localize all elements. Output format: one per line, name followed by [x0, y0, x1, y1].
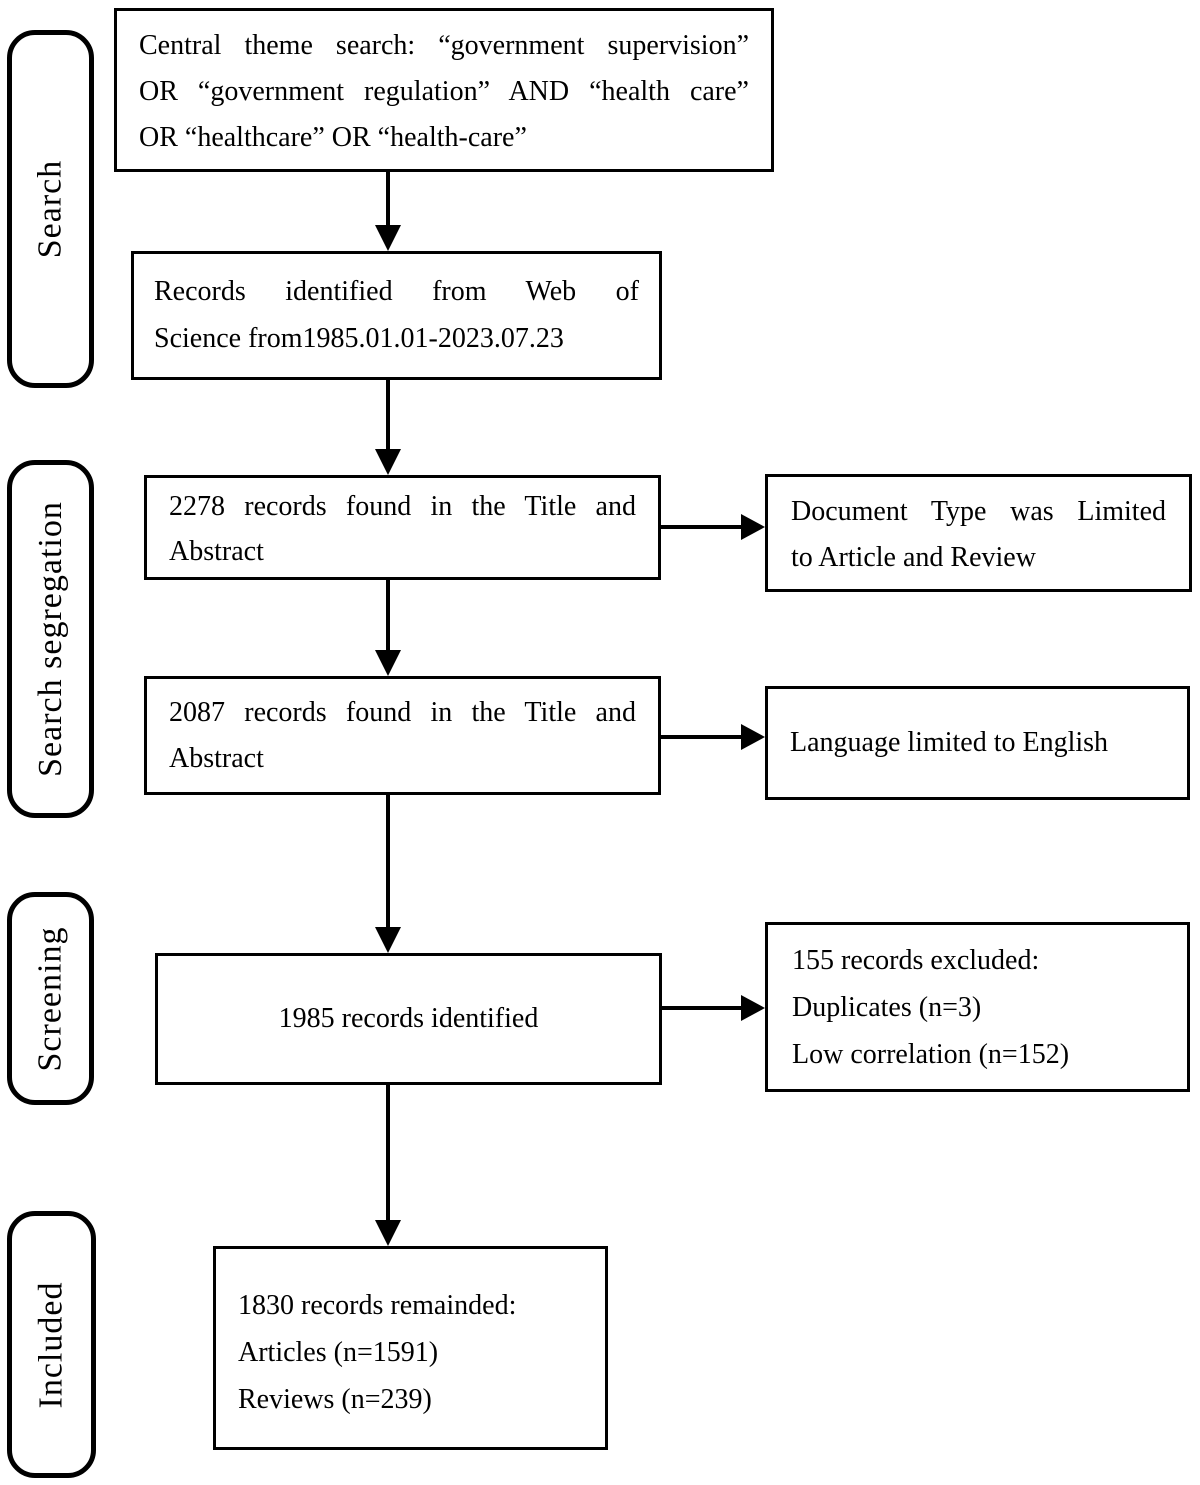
arrow-2278-to-doctype-head — [741, 514, 765, 540]
box-document-type-limited: Document Type was Limited to Article and… — [765, 474, 1192, 592]
box-central-theme-search: Central theme search: “government superv… — [114, 8, 774, 172]
records-excluded-line-1: 155 records excluded: — [792, 945, 1040, 976]
stage-search-segregation-label: Search segregation — [31, 501, 69, 777]
stage-included-label: Included — [32, 1281, 70, 1408]
central-theme-line-3: OR “healthcare” OR “health-care” — [139, 122, 527, 153]
arrow-records-to-2278-line — [386, 380, 390, 451]
stage-search-segregation: Search segregation — [7, 460, 94, 818]
central-theme-line-2: OR “government regulation” AND “health c… — [139, 76, 749, 107]
box-records-excluded: 155 records excluded: Duplicates (n=3) L… — [765, 922, 1190, 1092]
arrow-2087-to-1985-line — [386, 795, 390, 929]
records-excluded-line-3: Low correlation (n=152) — [792, 1039, 1070, 1070]
document-type-line-1: Document Type was Limited — [791, 496, 1166, 527]
arrow-2278-to-2087-head — [375, 650, 401, 676]
records-identified-line-2: Science from1985.01.01-2023.07.23 — [154, 323, 564, 354]
arrow-1985-to-remained-line — [386, 1085, 390, 1222]
box-records-remained: 1830 records remainded: Articles (n=1591… — [213, 1246, 608, 1450]
records-2087-line-1: 2087 records found in the Title and — [169, 697, 636, 728]
box-records-2278: 2278 records found in the Title and Abst… — [144, 475, 661, 580]
arrow-1985-to-excluded-line — [662, 1006, 743, 1010]
records-2278-line-1: 2278 records found in the Title and — [169, 491, 636, 522]
arrow-central-to-records-line — [386, 172, 390, 227]
records-remained-line-3: Reviews (n=239) — [238, 1384, 432, 1415]
arrow-2278-to-doctype-line — [661, 525, 743, 529]
arrow-records-to-2278-head — [375, 449, 401, 475]
stage-search-label: Search — [31, 159, 69, 259]
records-excluded-line-2: Duplicates (n=3) — [792, 992, 982, 1023]
arrow-2278-to-2087-line — [386, 580, 390, 652]
arrow-2087-to-language-head — [741, 724, 765, 750]
arrow-1985-to-remained-head — [375, 1220, 401, 1246]
stage-search: Search — [7, 30, 94, 388]
document-type-line-2: to Article and Review — [791, 542, 1036, 573]
central-theme-line-1: Central theme search: “government superv… — [139, 30, 749, 61]
box-records-identified: Records identified from Web of Science f… — [131, 251, 662, 380]
box-records-2087: 2087 records found in the Title and Abst… — [144, 676, 661, 795]
records-remained-line-2: Articles (n=1591) — [238, 1337, 439, 1368]
arrow-central-to-records-head — [375, 225, 401, 251]
records-2087-line-2: Abstract — [169, 743, 264, 774]
arrow-2087-to-language-line — [661, 735, 743, 739]
stage-screening: Screening — [7, 892, 94, 1105]
arrow-2087-to-1985-head — [375, 927, 401, 953]
box-records-1985: 1985 records identified — [155, 953, 662, 1085]
records-2278-line-2: Abstract — [169, 536, 264, 567]
stage-included: Included — [7, 1211, 96, 1478]
stage-screening-label: Screening — [31, 926, 69, 1071]
box-language-limited: Language limited to English — [765, 686, 1190, 800]
records-identified-line-1: Records identified from Web of — [154, 276, 639, 307]
records-remained-line-1: 1830 records remainded: — [238, 1290, 517, 1321]
arrow-1985-to-excluded-head — [741, 995, 765, 1021]
language-limited-text: Language limited to English — [790, 727, 1109, 758]
records-1985-text: 1985 records identified — [278, 1003, 539, 1034]
